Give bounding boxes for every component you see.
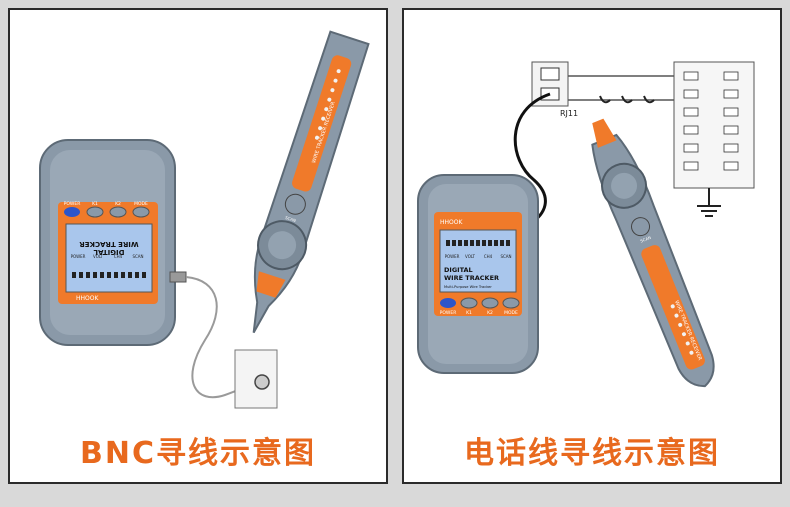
bnc-diagram-panel: POWER K1 K2 MODE DIGITAL WIRE TRACKER PO…	[8, 8, 388, 484]
led-label-ch4: CH4	[114, 254, 123, 259]
phone-line-caption: 电话线寻线示意图	[464, 436, 720, 471]
led-label-volt: VOLT	[465, 254, 475, 259]
screen-subtitle: Multi-Purpose Wire Tracker	[444, 285, 492, 289]
screen-title-top: DIGITAL	[444, 266, 473, 274]
transmitter-device: HHOOK POWER VOLT CH4 SCAN DIGITAL WIRE T…	[417, 174, 539, 374]
k1-label: K1	[466, 310, 472, 316]
screen-title-bottom: WIRE TRACKER	[444, 274, 499, 282]
phone-line-illustration: RJ11 HHOOK	[417, 61, 755, 388]
rj11-cable	[513, 92, 551, 224]
led-label-scan: SCAN	[500, 254, 511, 259]
led-label-scan: SCAN	[132, 254, 143, 259]
led-bars	[72, 272, 146, 278]
power-button[interactable]	[440, 298, 456, 308]
scan-button[interactable]	[283, 192, 308, 217]
rj11-socket-top	[540, 67, 560, 81]
mode-button[interactable]	[502, 297, 520, 309]
led-label-volt: VOLT	[93, 254, 103, 259]
brand-logo: HHOOK	[76, 295, 99, 302]
transmitter-device: POWER K1 K2 MODE DIGITAL WIRE TRACKER PO…	[39, 139, 187, 346]
rj11-label: RJ11	[560, 109, 578, 118]
phone-line-diagram-panel: RJ11 HHOOK	[402, 8, 782, 484]
power-button[interactable]	[64, 207, 80, 217]
led-label-power: POWER	[445, 254, 460, 259]
k2-label: K2	[115, 201, 121, 207]
mode-label: MODE	[134, 201, 148, 207]
power-label: POWER	[64, 201, 81, 207]
k1-button[interactable]	[86, 206, 104, 218]
receiver-probe: SCAN WIRE TRACKER RECEIVER	[591, 118, 715, 388]
power-label: POWER	[440, 310, 457, 316]
bnc-illustration: POWER K1 K2 MODE DIGITAL WIRE TRACKER PO…	[39, 30, 370, 409]
k2-label: K2	[487, 310, 493, 316]
line-coils	[599, 95, 655, 104]
screen-title-bottom: WIRE TRACKER	[79, 240, 139, 248]
ground-icon	[697, 188, 721, 217]
bnc-wall-plate	[234, 349, 278, 409]
mode-label: MODE	[504, 310, 518, 316]
led-bars	[446, 240, 510, 246]
transmitter-buttons	[440, 297, 520, 309]
bnc-caption: BNC寻线示意图	[80, 436, 316, 471]
scan-button[interactable]	[629, 215, 652, 238]
lcd-screen	[65, 223, 153, 293]
receiver-probe: WIRE TRACKER RECEIVER SCAN	[252, 30, 370, 334]
bnc-socket	[254, 374, 270, 390]
scan-label: SCAN	[640, 235, 652, 244]
scan-label: SCAN	[285, 215, 297, 223]
lcd-screen	[439, 229, 517, 293]
frame-terminals	[683, 71, 739, 171]
led-label-power: POWER	[71, 254, 86, 259]
k2-button[interactable]	[481, 297, 499, 309]
bnc-port	[169, 271, 187, 283]
k1-label: K1	[92, 201, 98, 207]
screen-title-top: DIGITAL	[93, 248, 124, 256]
brand-logo: HHOOK	[440, 219, 463, 226]
led-label-ch4: CH4	[484, 254, 493, 259]
transmitter-buttons	[64, 206, 150, 218]
mode-button[interactable]	[132, 206, 150, 218]
k1-button[interactable]	[460, 297, 478, 309]
k2-button[interactable]	[109, 206, 127, 218]
